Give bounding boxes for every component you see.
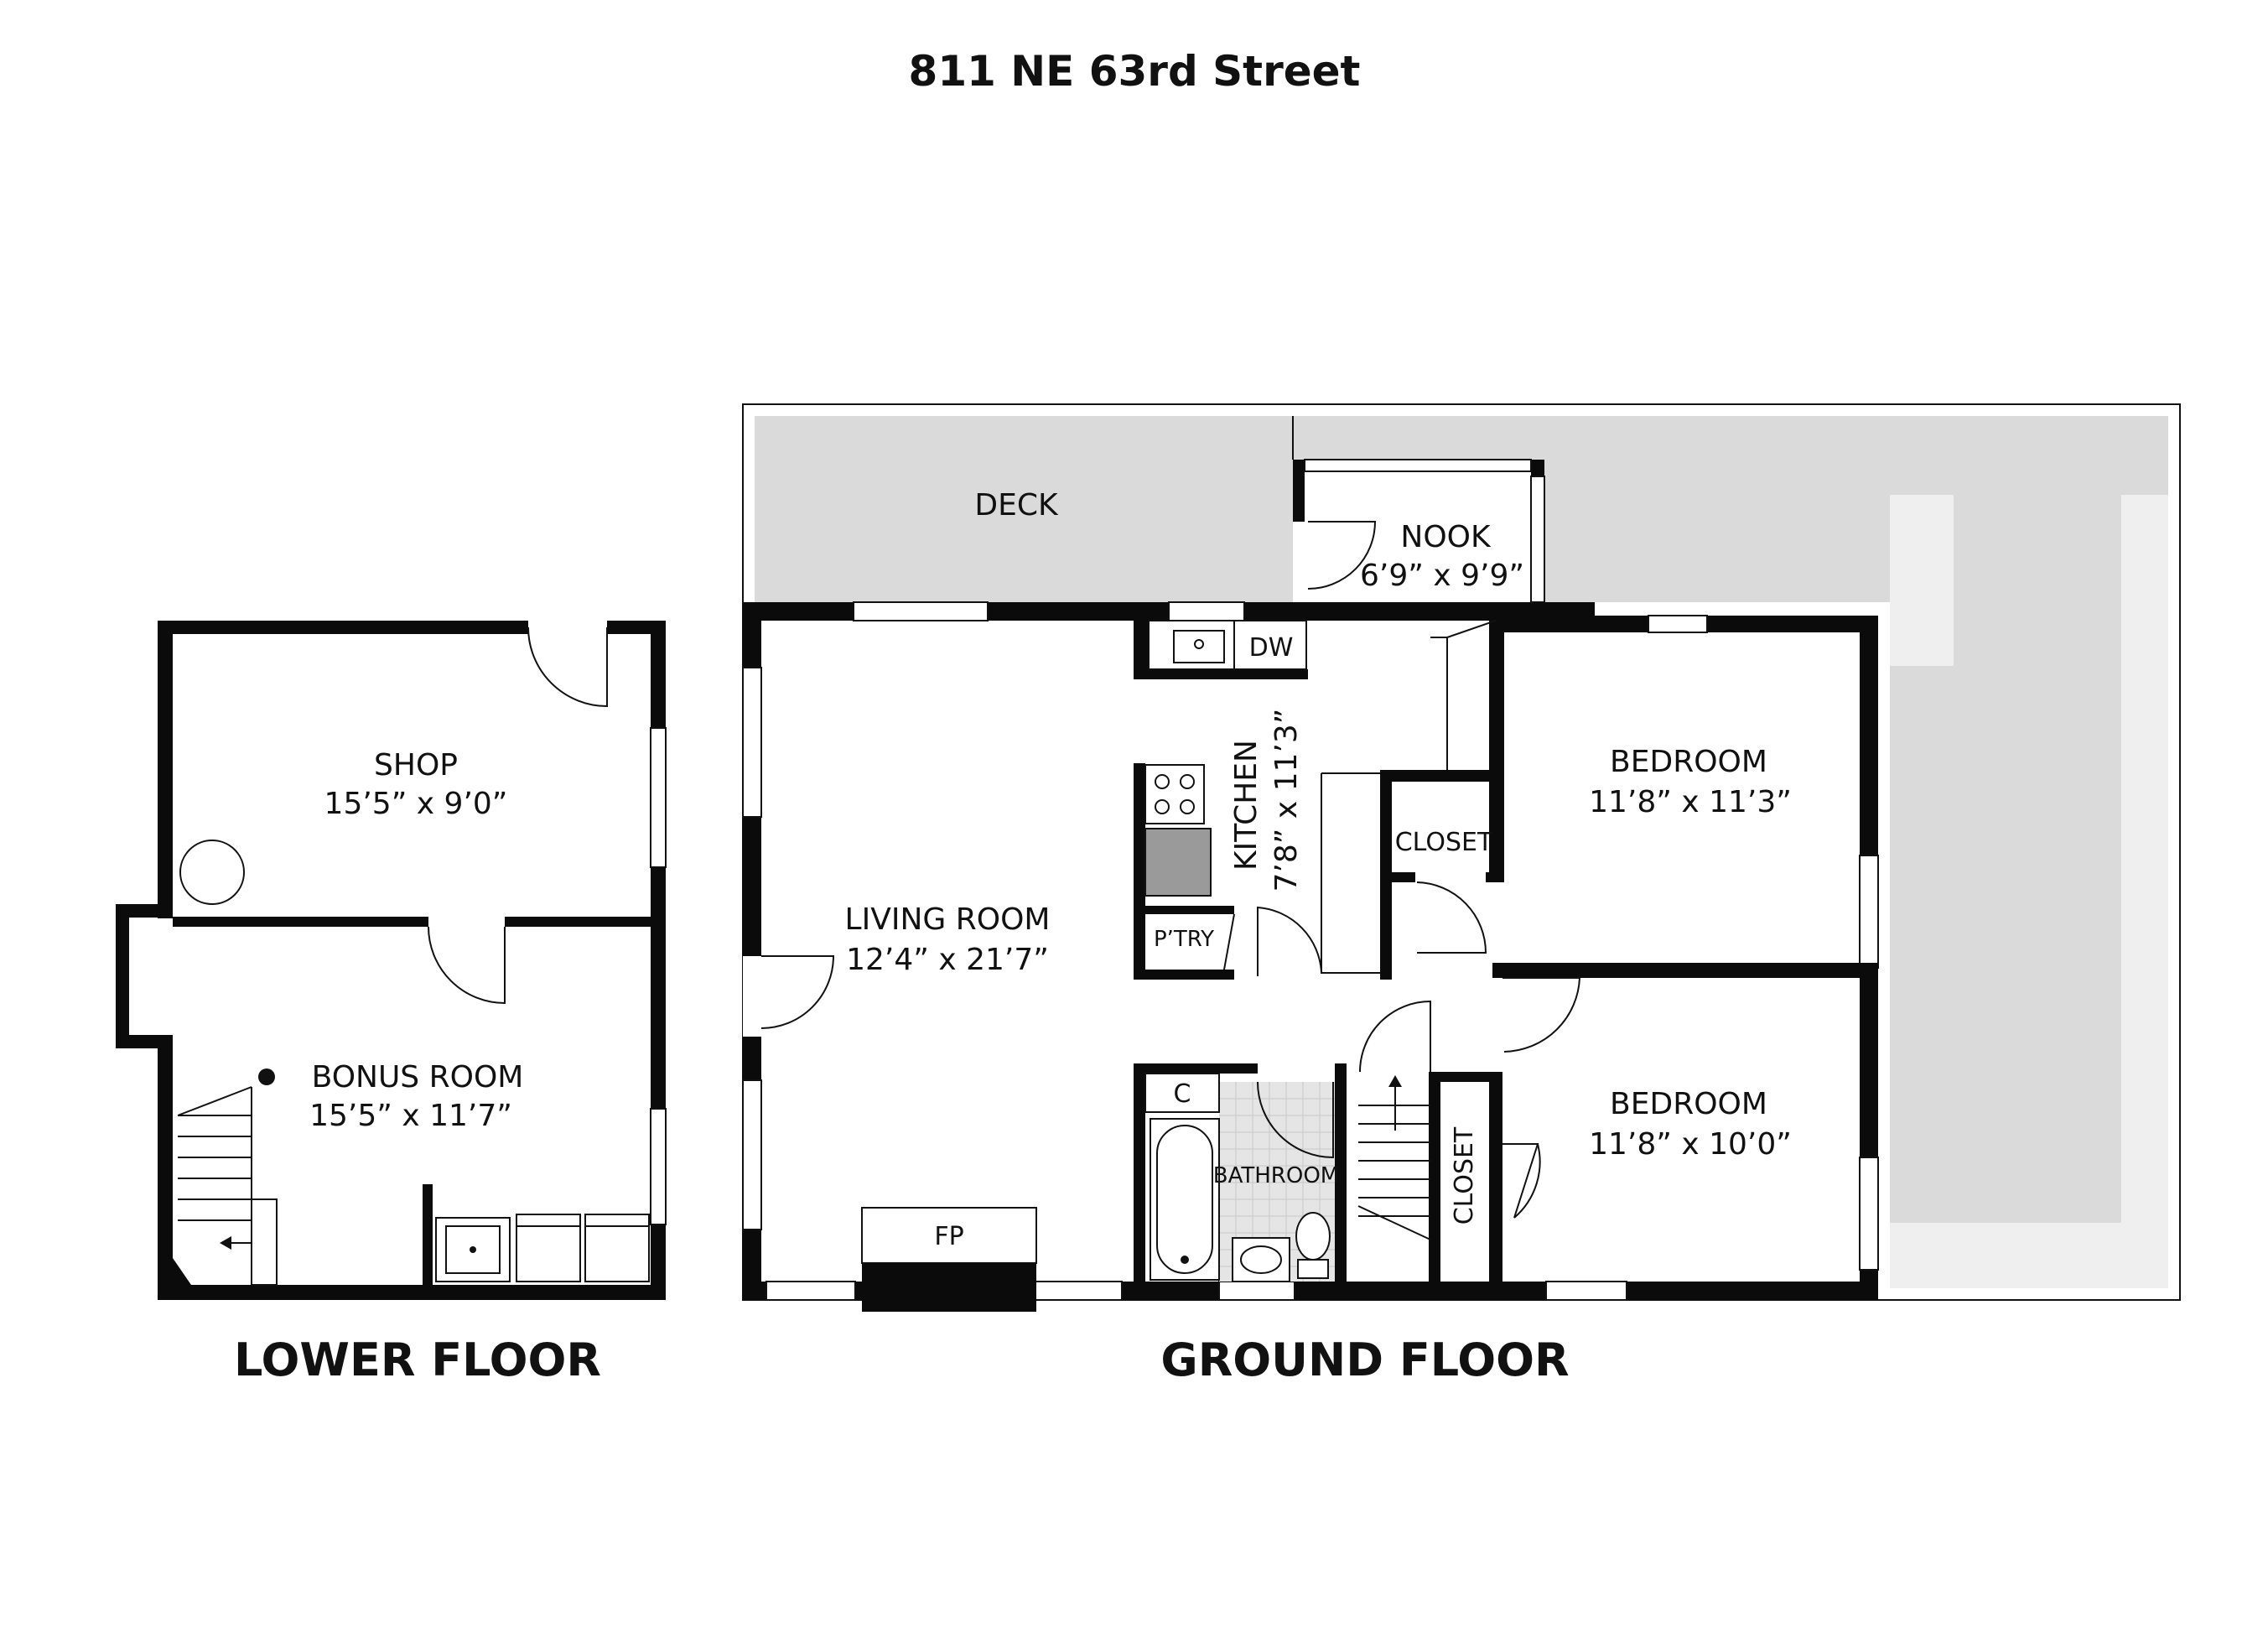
bedroom-2-dims: 11’8” x 10’0” xyxy=(1589,1127,1792,1162)
deck-label: DECK xyxy=(974,488,1059,523)
dishwasher-label: DW xyxy=(1249,633,1294,663)
bedroom-1-label: BEDROOM xyxy=(1610,745,1767,779)
stairs-arrow-icon xyxy=(220,1236,231,1250)
shop-label: SHOP xyxy=(374,748,458,783)
toilet-icon xyxy=(1295,1212,1331,1279)
bedroom-2-label: BEDROOM xyxy=(1610,1087,1767,1121)
stove-icon xyxy=(1144,764,1205,824)
plan-title: 811 NE 63rd Street xyxy=(909,47,1361,96)
fireplace-label: FP xyxy=(934,1222,963,1251)
fireplace-icon xyxy=(862,1263,1036,1312)
living-room-dims: 12’4” x 21’7” xyxy=(846,943,1049,977)
nook-dims: 6’9” x 9’9” xyxy=(1360,559,1524,593)
pantry-label: P’TRY xyxy=(1154,927,1214,952)
lower-floor-label: LOWER FLOOR xyxy=(234,1334,601,1386)
stairs-up-arrow-icon xyxy=(1388,1075,1402,1087)
bathroom-sink-icon xyxy=(1232,1237,1290,1282)
ground-stairs xyxy=(1357,1000,1431,1240)
ground-floor: DW P’TRY C xyxy=(742,403,2181,1386)
closet-2-label: CLOSET xyxy=(1450,1126,1479,1224)
bonus-room-label: BONUS ROOM xyxy=(312,1060,524,1094)
bathtub-icon xyxy=(1150,1118,1220,1281)
bedroom-1-dims: 11’8” x 11’3” xyxy=(1589,785,1792,819)
post-icon xyxy=(258,1068,275,1085)
refrigerator-icon xyxy=(1144,828,1212,897)
dryer-icon xyxy=(584,1214,650,1282)
water-heater-icon xyxy=(179,840,245,905)
bathroom-closet-label: C xyxy=(1174,1079,1191,1109)
bathroom-label: BATHROOM xyxy=(1213,1163,1339,1188)
living-room-label: LIVING ROOM xyxy=(845,902,1051,937)
nook-label: NOOK xyxy=(1400,520,1492,554)
shop-dims: 15’5” x 9’0” xyxy=(324,787,508,821)
lower-floor: SHOP 15’5” x 9’0” BONUS ROOM 15’5” x 11’… xyxy=(116,621,667,1386)
lower-stairs xyxy=(173,1086,278,1286)
closet-1-label: CLOSET xyxy=(1395,828,1493,857)
kitchen-dims: 7’8” x 11’3” xyxy=(1269,709,1304,892)
bonus-room-dims: 15’5” x 11’7” xyxy=(309,1099,512,1133)
kitchen-label: KITCHEN xyxy=(1229,740,1264,871)
washer-icon xyxy=(516,1214,581,1282)
kitchen-sink-icon xyxy=(1173,630,1225,663)
fireplace-hearth xyxy=(861,1207,1037,1264)
ground-floor-label: GROUND FLOOR xyxy=(1160,1334,1569,1386)
